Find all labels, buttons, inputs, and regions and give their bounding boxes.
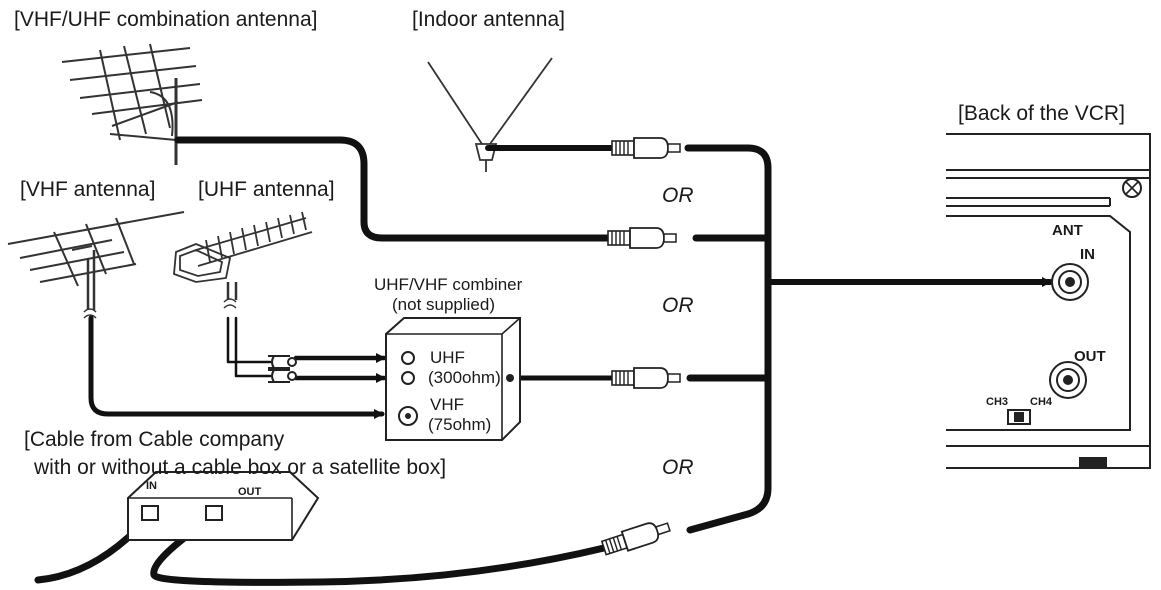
- vcr-label-out: OUT: [1074, 348, 1106, 365]
- combination-coax-plug: [607, 227, 677, 249]
- label-combiner-title: UHF/VHF combiner: [374, 275, 523, 294]
- uhf-twin-lead: [226, 316, 272, 378]
- cables: [34, 136, 1053, 586]
- combiner-coax-plug: [611, 367, 681, 389]
- cable-box-output-cable: [150, 514, 608, 586]
- vcr-label-ant: ANT: [1052, 222, 1083, 239]
- label-cable-line2: with or without a cable box or a satelli…: [34, 456, 447, 479]
- or-label-3: OR: [662, 456, 694, 479]
- label-indoor-antenna: [Indoor antenna]: [412, 8, 565, 31]
- combiner-port-uhf: UHF: [430, 348, 465, 367]
- vcr-label-in: IN: [1080, 246, 1095, 263]
- label-vhf-uhf-combination-antenna: [VHF/UHF combination antenna]: [14, 8, 318, 31]
- label-vhf-antenna: [VHF antenna]: [20, 178, 156, 201]
- combiner-port-uhf-ohm: (300ohm): [428, 368, 501, 387]
- indoor-antenna-icon: [427, 57, 553, 172]
- vertical-bus-cable: [684, 144, 772, 534]
- vhf-uhf-combination-antenna-icon: [61, 43, 203, 165]
- uhf-vhf-combiner-box: [385, 317, 521, 441]
- spade-lugs: [268, 355, 297, 383]
- cable-coax-plug: [600, 516, 673, 559]
- vhf-antenna-icon: [7, 211, 185, 319]
- label-uhf-antenna: [UHF antenna]: [198, 178, 335, 201]
- combiner-port-vhf-ohm: (75ohm): [428, 415, 492, 434]
- vcr-label-ch4: CH4: [1030, 396, 1053, 408]
- indoor-coax-plug: [611, 137, 681, 159]
- uhf-antenna-icon: [173, 211, 313, 309]
- vcr-back-panel: [946, 133, 1151, 469]
- or-label-2: OR: [662, 294, 694, 317]
- label-combiner-note: (not supplied): [392, 295, 496, 314]
- box-label-in: IN: [146, 480, 157, 492]
- label-back-of-vcr: [Back of the VCR]: [958, 102, 1125, 125]
- box-label-out: OUT: [238, 486, 262, 498]
- combination-antenna-cable: [174, 136, 612, 242]
- or-label-1: OR: [662, 184, 694, 207]
- cable-box: [127, 471, 320, 541]
- vcr-label-ch3: CH3: [986, 396, 1009, 408]
- vhf-cable: [88, 315, 385, 419]
- combiner-port-vhf: VHF: [430, 395, 464, 414]
- label-cable-line1: [Cable from Cable company: [24, 428, 285, 451]
